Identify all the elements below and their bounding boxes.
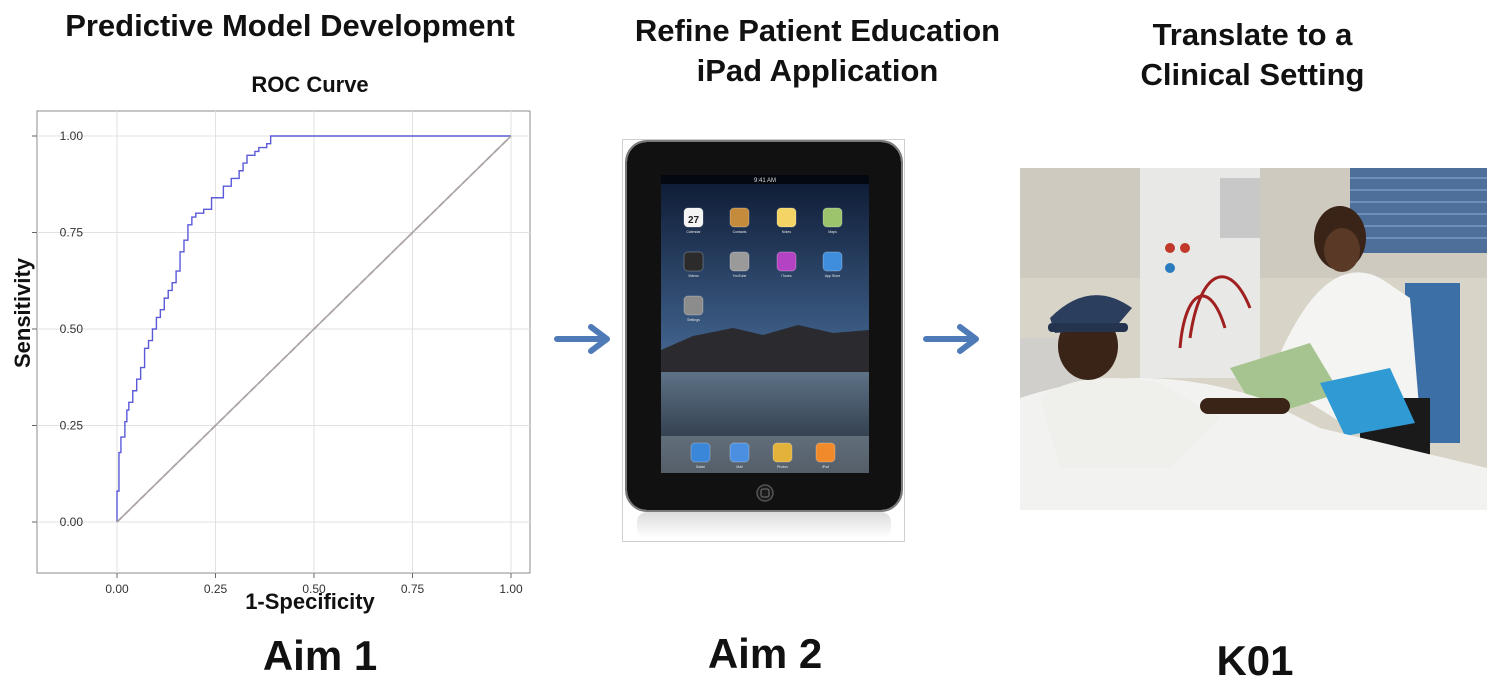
roc-curve-line xyxy=(116,135,511,522)
stage2-heading-line2: iPad Application xyxy=(696,53,939,88)
app-label: Settings xyxy=(687,318,700,322)
app-label: Calendar xyxy=(686,230,701,234)
aim1-label: Aim 1 xyxy=(262,632,378,679)
stage2-heading: Refine Patient Education iPad Applicatio… xyxy=(585,11,1050,91)
stage3-heading-line1: Translate to a xyxy=(1152,17,1353,52)
roc-chart: 0.00 0.25 0.50 0.75 1.00 0.00 0.25 0.50 0.75 1.00 xyxy=(32,110,531,596)
aim2-label: Aim 2 xyxy=(707,630,823,677)
app-label: Videos xyxy=(688,274,699,278)
home-button-icon xyxy=(756,484,774,502)
x-tick-label: 0.25 xyxy=(204,582,228,596)
arrow-right-icon xyxy=(923,324,979,354)
stage3-heading-line2: Clinical Setting xyxy=(1140,57,1365,92)
maps-icon[interactable] xyxy=(822,207,843,228)
stage1-heading-line: Predictive Model Development xyxy=(65,8,515,43)
photos-icon[interactable] xyxy=(772,442,793,463)
reference-diagonal-solid xyxy=(116,135,512,523)
x-tick-label: 0.00 xyxy=(105,582,129,596)
itunes-icon[interactable] xyxy=(776,251,797,272)
ipod-icon[interactable] xyxy=(815,442,836,463)
y-tick-label: 0.50 xyxy=(60,322,84,336)
calendar-date: 27 xyxy=(688,215,700,226)
clinical-setting-photo xyxy=(1020,168,1487,510)
y-axis-label: Sensitivity xyxy=(10,257,35,369)
plot-frame xyxy=(36,110,531,574)
y-tick-label: 0.00 xyxy=(60,515,84,529)
safari-icon[interactable] xyxy=(690,442,711,463)
y-tick-label: 1.00 xyxy=(60,129,84,143)
stage3-heading: Translate to a Clinical Setting xyxy=(1060,15,1445,95)
y-tick-label: 0.25 xyxy=(60,419,84,433)
app-label: Mail xyxy=(736,465,743,469)
app-label: Notes xyxy=(782,230,791,234)
x-tick-label: 0.50 xyxy=(302,582,326,596)
app-label: Maps xyxy=(828,230,837,234)
stage1-heading: Predictive Model Development xyxy=(20,6,560,46)
calendar-icon[interactable] xyxy=(683,207,704,228)
youtube-icon[interactable] xyxy=(729,251,750,272)
settings-icon[interactable] xyxy=(683,295,704,316)
app-label: YouTube xyxy=(733,274,747,278)
k01-label: K01 xyxy=(1216,637,1294,684)
x-tick-label: 1.00 xyxy=(499,582,523,596)
mail-icon[interactable] xyxy=(729,442,750,463)
videos-icon[interactable] xyxy=(683,251,704,272)
stage2-heading-line1: Refine Patient Education xyxy=(634,13,1001,48)
app-label: iPod xyxy=(822,465,829,469)
contacts-icon[interactable] xyxy=(729,207,750,228)
ipad-status-time: 9:41 AM xyxy=(754,178,776,184)
x-axis-label: 1-Specificity xyxy=(245,589,375,614)
y-tick-label: 0.75 xyxy=(60,226,84,240)
notes-icon[interactable] xyxy=(776,207,797,228)
app-label: iTunes xyxy=(781,274,792,278)
app-label: App Store xyxy=(825,274,841,278)
app-store-icon[interactable] xyxy=(822,251,843,272)
app-label: Safari xyxy=(696,465,705,469)
app-label: Contacts xyxy=(733,230,747,234)
chart-title: ROC Curve xyxy=(251,72,369,97)
x-tick-label: 0.75 xyxy=(401,582,425,596)
arrow-right-icon xyxy=(554,324,610,354)
app-label: Photos xyxy=(777,465,788,469)
